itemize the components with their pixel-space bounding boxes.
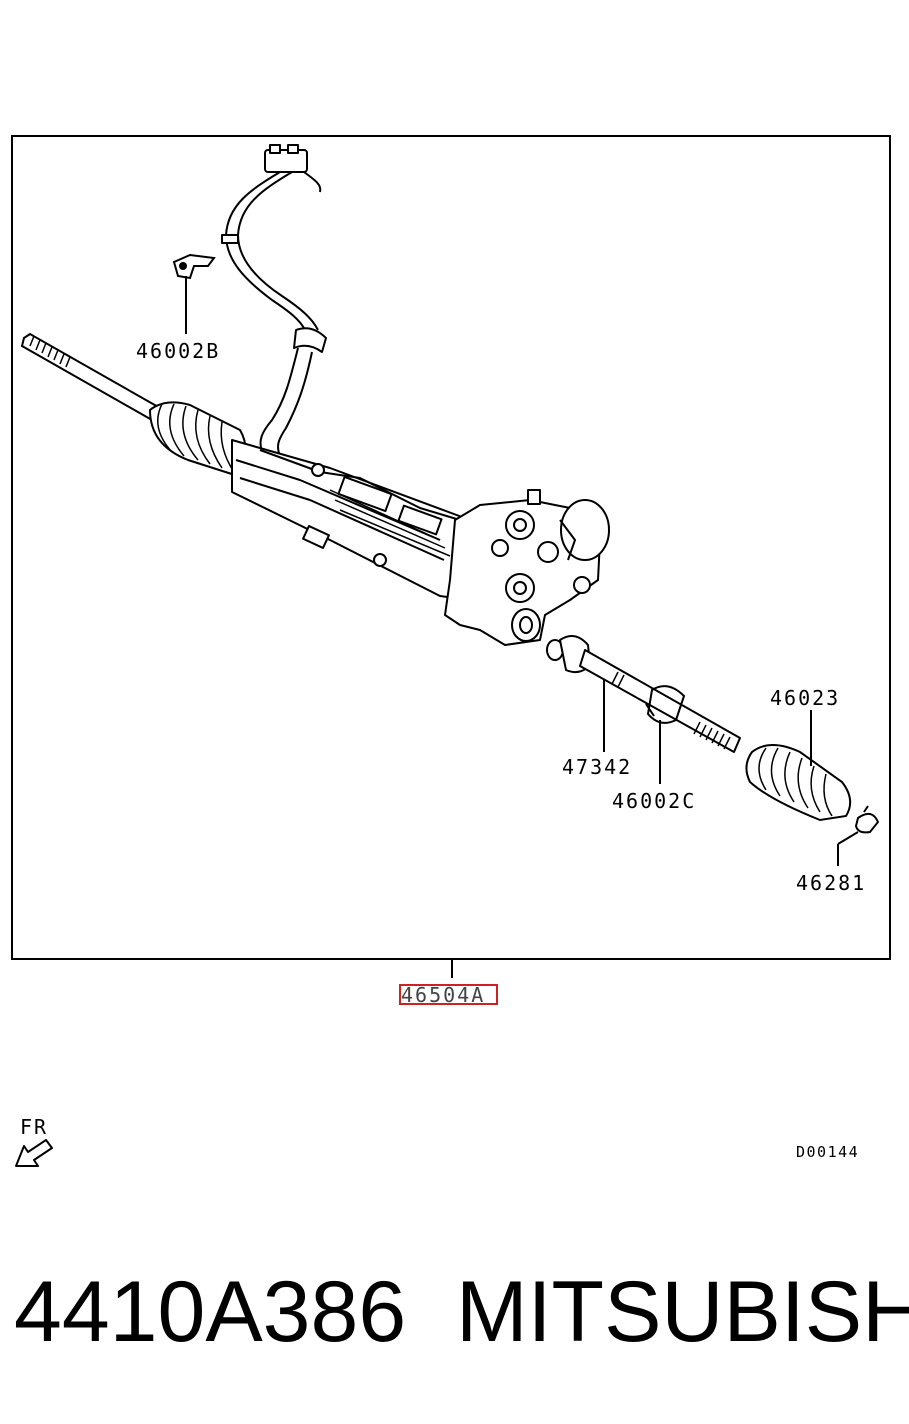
label-46281: 46281 bbox=[796, 871, 866, 895]
highlight-box bbox=[399, 984, 498, 1005]
brand-name: MITSUBISHI bbox=[456, 1264, 909, 1360]
direction-label: FR bbox=[20, 1115, 48, 1139]
label-46002C: 46002C bbox=[612, 789, 696, 813]
tie-rod bbox=[546, 635, 741, 753]
label-46504A[interactable]: 46504A bbox=[401, 983, 485, 1007]
assist-motor bbox=[444, 489, 610, 646]
wire-clip-icon bbox=[172, 253, 216, 280]
label-46002B: 46002B bbox=[136, 339, 220, 363]
arrow-down-left-icon bbox=[15, 1139, 53, 1167]
rack-shaft-left bbox=[20, 332, 162, 422]
clamp-inner-icon bbox=[645, 685, 686, 724]
wire-harness bbox=[221, 144, 327, 457]
clamp-outer-icon bbox=[854, 805, 880, 834]
boot-right bbox=[745, 744, 852, 822]
diagram-code: D00144 bbox=[796, 1143, 859, 1161]
rack-housing bbox=[231, 439, 471, 601]
diagram-frame bbox=[11, 135, 891, 960]
label-47342: 47342 bbox=[562, 755, 632, 779]
label-46023: 46023 bbox=[770, 686, 840, 710]
part-number: 4410A386 bbox=[14, 1264, 407, 1360]
